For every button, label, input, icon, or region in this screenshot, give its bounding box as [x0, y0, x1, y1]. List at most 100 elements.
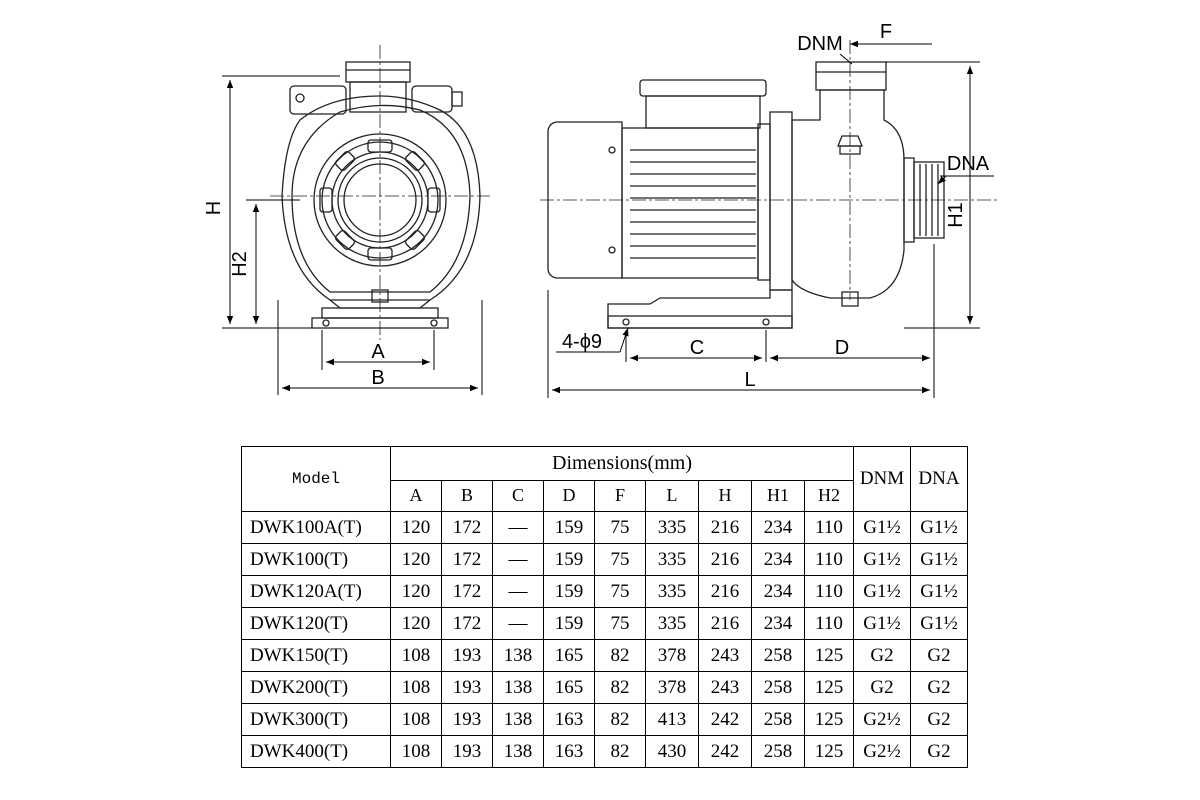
- cell-D: 163: [543, 703, 595, 736]
- cell-DNA: G2: [910, 703, 968, 736]
- model-cell: DWK400(T): [241, 735, 391, 768]
- cell-H1: 258: [751, 735, 805, 768]
- label-L: L: [744, 369, 755, 391]
- cell-A: 120: [390, 607, 442, 640]
- cell-A: 120: [390, 511, 442, 544]
- label-H1: H1: [945, 202, 967, 228]
- label-H: H: [203, 201, 225, 215]
- cell-C: 138: [492, 671, 544, 704]
- label-C: C: [690, 337, 704, 359]
- cell-F: 75: [594, 543, 646, 576]
- side-dimensions: [547, 40, 994, 398]
- cell-H2: 125: [804, 639, 854, 672]
- cell-H1: 234: [751, 543, 805, 576]
- cell-F: 82: [594, 703, 646, 736]
- cell-L: 335: [645, 575, 699, 608]
- cell-B: 193: [441, 639, 493, 672]
- cell-DNA: G1½: [910, 607, 968, 640]
- cell-B: 172: [441, 511, 493, 544]
- cell-C: —: [492, 607, 544, 640]
- cell-F: 75: [594, 511, 646, 544]
- cell-B: 193: [441, 735, 493, 768]
- header-col-D: D: [543, 479, 595, 513]
- header-dna: DNA: [910, 446, 968, 512]
- header-col-B: B: [441, 479, 493, 513]
- cell-DNM: G2½: [853, 703, 911, 736]
- cell-H: 243: [698, 639, 752, 672]
- model-cell: DWK150(T): [241, 639, 391, 672]
- label-DNA: DNA: [947, 153, 990, 175]
- cell-C: 138: [492, 703, 544, 736]
- cell-H1: 234: [751, 607, 805, 640]
- cell-L: 335: [645, 607, 699, 640]
- cell-H: 242: [698, 735, 752, 768]
- cell-A: 108: [390, 671, 442, 704]
- cell-DNM: G2: [853, 639, 911, 672]
- header-col-H: H: [698, 479, 752, 513]
- cell-A: 108: [390, 639, 442, 672]
- cell-L: 430: [645, 735, 699, 768]
- cell-C: 138: [492, 735, 544, 768]
- cell-H: 242: [698, 703, 752, 736]
- cell-H: 243: [698, 671, 752, 704]
- header-col-C: C: [492, 479, 544, 513]
- cell-F: 82: [594, 735, 646, 768]
- cell-DNM: G1½: [853, 575, 911, 608]
- model-cell: DWK120A(T): [241, 575, 391, 608]
- header-col-H1: H1: [751, 479, 805, 513]
- cell-F: 82: [594, 639, 646, 672]
- model-cell: DWK300(T): [241, 703, 391, 736]
- header-model: Model: [241, 446, 391, 512]
- cell-H: 216: [698, 575, 752, 608]
- cell-F: 75: [594, 575, 646, 608]
- cell-L: 335: [645, 511, 699, 544]
- cell-L: 378: [645, 671, 699, 704]
- cell-DNA: G2: [910, 671, 968, 704]
- cell-H1: 258: [751, 703, 805, 736]
- cell-F: 82: [594, 671, 646, 704]
- cell-D: 163: [543, 735, 595, 768]
- header-col-F: F: [594, 479, 646, 513]
- cell-F: 75: [594, 607, 646, 640]
- cell-H2: 110: [804, 511, 854, 544]
- model-cell: DWK100(T): [241, 543, 391, 576]
- header-col-A: A: [390, 479, 442, 513]
- front-view: [270, 45, 490, 340]
- cell-H2: 125: [804, 703, 854, 736]
- cell-H1: 234: [751, 575, 805, 608]
- cell-H1: 258: [751, 671, 805, 704]
- cell-H: 216: [698, 543, 752, 576]
- cell-C: —: [492, 575, 544, 608]
- cell-L: 335: [645, 543, 699, 576]
- cell-DNA: G1½: [910, 543, 968, 576]
- cell-D: 165: [543, 639, 595, 672]
- dimensions-table: Model Dimensions(mm) DNM DNA A B C D F L…: [241, 446, 968, 768]
- cell-H1: 258: [751, 639, 805, 672]
- header-col-H2: H2: [804, 479, 854, 513]
- cell-H2: 110: [804, 607, 854, 640]
- cell-DNM: G1½: [853, 511, 911, 544]
- cell-L: 378: [645, 639, 699, 672]
- cell-H2: 110: [804, 543, 854, 576]
- cell-H: 216: [698, 511, 752, 544]
- model-cell: DWK120(T): [241, 607, 391, 640]
- label-H2: H2: [229, 251, 251, 277]
- cell-H2: 125: [804, 671, 854, 704]
- cell-L: 413: [645, 703, 699, 736]
- cell-DNM: G1½: [853, 543, 911, 576]
- header-dimensions: Dimensions(mm): [390, 446, 854, 481]
- cell-D: 159: [543, 511, 595, 544]
- label-D: D: [835, 337, 849, 359]
- cell-DNM: G2: [853, 671, 911, 704]
- cell-C: 138: [492, 639, 544, 672]
- cell-B: 172: [441, 543, 493, 576]
- cell-A: 120: [390, 575, 442, 608]
- cell-C: —: [492, 543, 544, 576]
- cell-DNA: G2: [910, 639, 968, 672]
